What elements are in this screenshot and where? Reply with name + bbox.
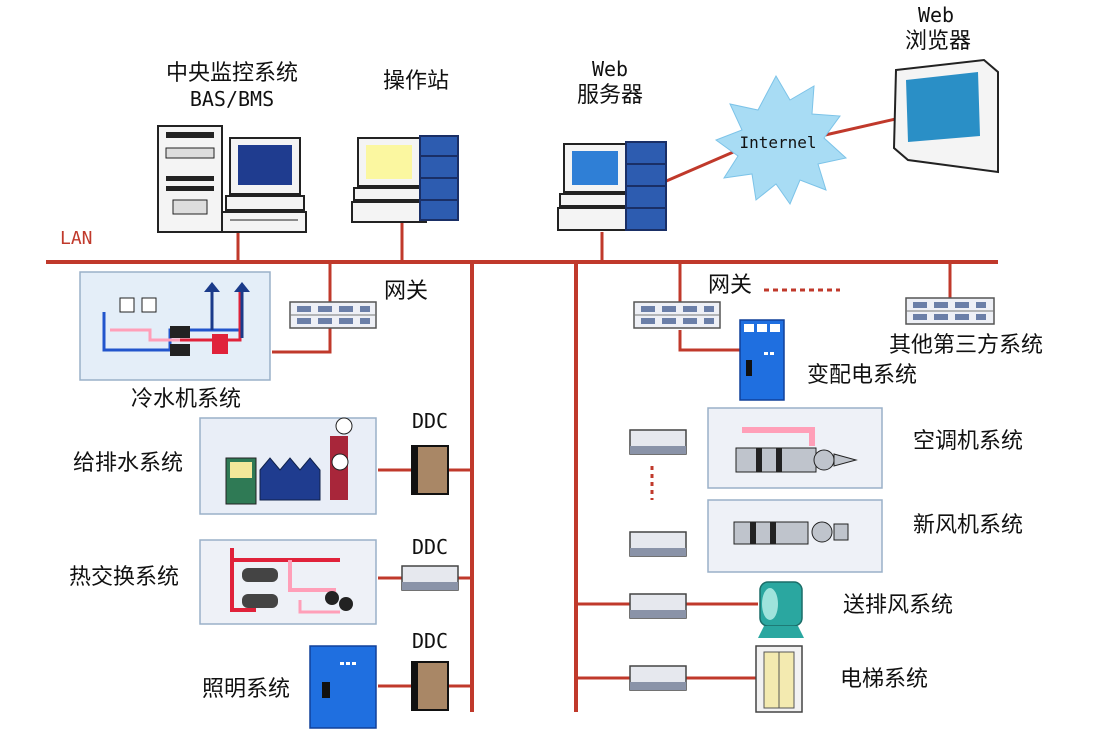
elevator-label: 电梯系统 (840, 667, 928, 692)
lighting-label: 照明系统 (202, 677, 290, 702)
air-conditioning-label: 空调机系统 (913, 429, 1023, 454)
internet-label: Internel (739, 133, 816, 152)
internet-cloud: Internel (714, 74, 848, 206)
ddc-controller-1[interactable]: DDC (411, 409, 449, 495)
right-gateway[interactable]: 网关 (633, 273, 752, 329)
ddc-controller-3[interactable]: DDC (411, 629, 449, 711)
ddc-controller-2[interactable]: DDC (401, 535, 459, 591)
elevator-system[interactable]: 电梯系统 (755, 645, 928, 713)
ddc-label: DDC (412, 629, 448, 653)
lighting-panel-icon (309, 645, 377, 729)
fresh-air-system[interactable]: 新风机系统 (707, 499, 1023, 573)
pump-icon (325, 591, 339, 605)
web-server[interactable]: Web 服务器 (557, 57, 667, 231)
heat-exchange-system[interactable]: 热交换系统 (69, 539, 377, 625)
right-controller-2[interactable] (629, 531, 687, 557)
gauge-icon (335, 417, 353, 435)
fan-icon (811, 521, 833, 543)
keyboard-icon (351, 201, 427, 223)
power-distribution-system[interactable]: 变配电系统 (739, 319, 917, 401)
web-browser-title: Web (918, 3, 954, 27)
valve-icon (119, 297, 135, 313)
server-internet-link (663, 148, 739, 184)
pump-icon (170, 326, 190, 338)
cloud-icon (714, 74, 848, 206)
power-distribution-label: 变配电系统 (807, 363, 917, 388)
keyboard-icon (221, 211, 307, 233)
valve-icon (141, 297, 157, 313)
third-party-system[interactable]: 其他第三方系统 (889, 297, 1043, 358)
gateway-power-link (678, 330, 742, 352)
ventilation-system[interactable]: 送排风系统 (758, 581, 953, 638)
right-controller-3[interactable] (629, 593, 687, 619)
lan-label: LAN (60, 228, 93, 249)
right-controller-1[interactable] (629, 429, 687, 455)
ddc-label: DDC (412, 409, 448, 433)
water-supply-system[interactable]: 给排水系统 (73, 417, 377, 515)
fresh-air-label: 新风机系统 (913, 513, 1023, 538)
web-browser-subtitle: 浏览器 (905, 29, 971, 54)
gateway-chiller-link (272, 328, 332, 354)
third-party-label: 其他第三方系统 (889, 333, 1043, 358)
web-server-subtitle: 服务器 (577, 83, 643, 108)
valve-icon (331, 453, 349, 471)
chiller-system[interactable]: 冷水机系统 (79, 271, 271, 412)
right-controller-4[interactable] (629, 665, 687, 691)
operator-station[interactable]: 操作站 (351, 69, 459, 223)
heat-exchanger-icon (212, 334, 228, 354)
left-gateway-label: 网关 (384, 279, 428, 304)
ventilation-label: 送排风系统 (843, 593, 953, 618)
right-gateway-label: 网关 (708, 273, 752, 298)
cooling-tower-icon (204, 282, 220, 292)
chiller-label: 冷水机系统 (131, 387, 241, 412)
ddc-label: DDC (412, 535, 448, 559)
cooling-tower-icon (234, 282, 250, 292)
heat-exchange-label: 热交换系统 (69, 565, 179, 590)
pump-icon (339, 597, 353, 611)
central-subtitle: BAS/BMS (190, 87, 274, 111)
central-monitoring-station[interactable]: 中央监控系统 BAS/BMS (157, 61, 307, 233)
pump-bank-icon (259, 457, 321, 501)
heat-exchanger-icon (242, 594, 278, 608)
pump-icon (170, 344, 190, 356)
web-browser[interactable]: Web 浏览器 (892, 3, 999, 174)
keyboard-icon (557, 207, 633, 231)
left-gateway[interactable]: 网关 (289, 279, 428, 329)
air-conditioning-system[interactable]: 空调机系统 (707, 407, 1023, 489)
fan-icon (813, 449, 835, 471)
lighting-system[interactable]: 照明系统 (202, 645, 377, 729)
central-title: 中央监控系统 (166, 61, 298, 86)
heat-exchanger-icon (242, 568, 278, 582)
water-label: 给排水系统 (73, 451, 183, 476)
operator-label: 操作站 (383, 69, 449, 94)
web-server-title: Web (592, 57, 628, 81)
